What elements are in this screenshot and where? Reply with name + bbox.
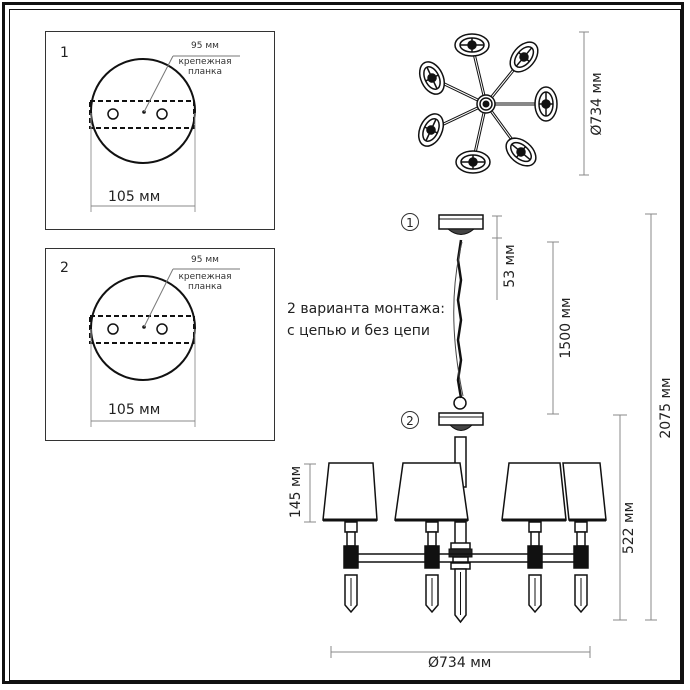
plate-name-line2: планка — [188, 67, 222, 77]
plate-width-label-1: 95 мм — [191, 41, 219, 51]
side-view-chandelier — [322, 214, 607, 624]
mount-note-line1: 2 варианта монтажа: — [287, 301, 446, 317]
shade-height-label: 145 мм — [288, 465, 304, 519]
side-dimension-lines — [304, 213, 657, 658]
top-view-diameter-label: Ø734 мм — [589, 72, 605, 136]
total-height-label: 2075 мм — [658, 377, 674, 439]
mount-option-marker-2: 2 — [401, 411, 419, 429]
ceiling-base-2 — [89, 268, 240, 427]
chain-length-label: 1500 мм — [558, 297, 574, 359]
plate-name-line1: крепежная — [178, 57, 232, 67]
side-view-width-label: Ø734 мм — [428, 655, 492, 671]
mounting-panel-2 — [45, 248, 275, 441]
plate-name-line1: крепежная — [178, 272, 232, 282]
mount-option-marker-1: 1 — [401, 213, 419, 231]
outer-frame — [2, 2, 684, 684]
panel-number-2: 2 — [60, 260, 69, 276]
base-diameter-label-1: 105 мм — [108, 189, 161, 205]
top-view-dimension-line — [579, 31, 589, 176]
plate-name-label-2: крепежная планка — [170, 272, 240, 292]
ceiling-base-1 — [89, 55, 240, 212]
top-view-chandelier — [417, 33, 558, 174]
mounting-panel-1 — [45, 31, 275, 230]
inner-frame — [9, 9, 681, 681]
plate-name-line2: планка — [188, 282, 222, 292]
body-height-label: 522 мм — [621, 501, 637, 555]
plate-width-label-2: 95 мм — [191, 255, 219, 265]
mount-options-note: 2 варианта монтажа: с цепью и без цепи — [287, 298, 445, 342]
mount-note-line2: с цепью и без цепи — [287, 323, 431, 339]
canopy-height-label: 53 мм — [502, 244, 518, 288]
panel-number-1: 1 — [60, 45, 69, 61]
plate-name-label-1: крепежная планка — [170, 57, 240, 77]
base-diameter-label-2: 105 мм — [108, 402, 161, 418]
